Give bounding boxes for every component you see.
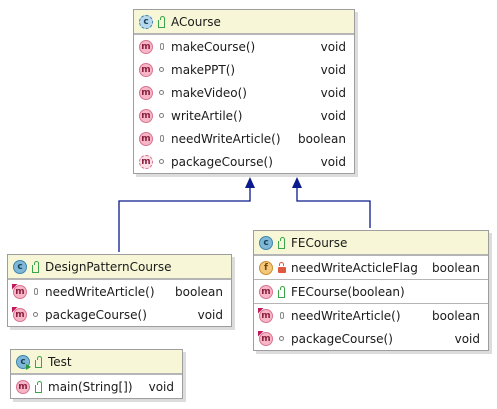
method-row[interactable]: m makeCourse() void (134, 35, 354, 58)
static-method-icon: m (16, 379, 30, 394)
method-name: makeVideo() (171, 85, 247, 100)
edge-design-to-acourse (118, 180, 251, 252)
method-name: needWriteArticle() (291, 308, 401, 323)
method-name: needWriteArticle() (45, 284, 155, 299)
package-private-icon (277, 333, 286, 345)
method-row[interactable]: m writeArtile() void (134, 104, 354, 127)
method-row[interactable]: m needWriteArticle() boolean (8, 280, 231, 303)
method-icon: m (139, 62, 153, 77)
protected-icon (157, 41, 166, 53)
method-row[interactable]: m makeVideo() void (134, 81, 354, 104)
override-method-icon: m (13, 307, 27, 322)
method-type: void (454, 331, 480, 346)
field-row[interactable]: f needWriteActicleFlag boolean (254, 256, 488, 279)
class-header: c Test (11, 350, 182, 374)
method-type: void (320, 108, 346, 123)
package-private-icon (157, 156, 166, 168)
override-method-icon: m (259, 331, 273, 346)
method-row[interactable]: m needWriteArticle() boolean (134, 127, 354, 150)
method-name: main(String[]) (48, 379, 133, 394)
method-icon: m (259, 284, 273, 299)
field-name: needWriteActicleFlag (291, 260, 418, 275)
class-fecourse[interactable]: c FECourse f needWriteActicleFlag boolea… (253, 230, 489, 351)
method-icon: m (139, 85, 153, 100)
class-header: c DesignPatternCourse (8, 255, 231, 279)
method-row[interactable]: m packageCourse() void (254, 327, 488, 350)
abstract-class-icon: c (139, 14, 153, 29)
method-type: void (320, 85, 346, 100)
method-row[interactable]: m needWriteArticle() boolean (254, 304, 488, 327)
class-icon: c (13, 259, 27, 274)
class-name: Test (48, 354, 72, 369)
method-name: packageCourse() (171, 154, 273, 169)
class-design-pattern-course[interactable]: c DesignPatternCourse m needWriteArticle… (7, 254, 232, 327)
class-header: c FECourse (254, 231, 488, 255)
protected-icon (31, 286, 40, 298)
package-private-icon (157, 64, 166, 76)
field-type: boolean (432, 260, 480, 275)
method-name: packageCourse() (45, 307, 147, 322)
class-name: ACourse (171, 14, 221, 29)
runnable-class-icon: c (16, 354, 31, 370)
public-icon (157, 15, 166, 28)
class-header: c ACourse (134, 10, 354, 34)
constructor-name: FECourse(boolean) (291, 284, 405, 299)
public-icon (34, 355, 43, 368)
method-name: writeArtile() (171, 108, 243, 123)
constructors-section: m FECourse(boolean) (254, 279, 488, 303)
method-row[interactable]: m makePPT() void (134, 58, 354, 81)
package-private-icon (31, 309, 40, 321)
method-type: void (148, 379, 174, 394)
private-icon (277, 261, 286, 274)
method-name: makeCourse() (171, 39, 256, 54)
class-name: DesignPatternCourse (45, 259, 172, 274)
class-test[interactable]: c Test m main(String[]) void (10, 349, 183, 399)
method-type: boolean (175, 284, 223, 299)
method-icon: m (139, 131, 153, 146)
method-icon: m (139, 39, 153, 54)
constructor-row[interactable]: m FECourse(boolean) (254, 280, 488, 303)
method-name: packageCourse() (291, 331, 393, 346)
class-name: FECourse (291, 235, 348, 250)
method-type: boolean (432, 308, 480, 323)
protected-icon (277, 310, 286, 322)
method-type: void (320, 154, 346, 169)
method-name: needWriteArticle() (171, 131, 281, 146)
public-icon (277, 236, 286, 249)
fields-section: f needWriteActicleFlag boolean (254, 255, 488, 279)
method-row[interactable]: m packageCourse() void (134, 150, 354, 173)
class-icon: c (259, 235, 273, 250)
arrowhead-design (245, 177, 255, 188)
method-icon: m (139, 108, 153, 123)
methods-section: m main(String[]) void (11, 374, 182, 398)
method-type: void (197, 307, 223, 322)
package-private-icon (157, 87, 166, 99)
arrowhead-fe (292, 177, 302, 188)
method-row[interactable]: m packageCourse() void (8, 303, 231, 326)
package-private-icon (157, 110, 166, 122)
methods-section: m needWriteArticle() boolean m packageCo… (254, 303, 488, 350)
method-name: makePPT() (171, 62, 236, 77)
methods-section: m makeCourse() void m makePPT() void m m… (134, 34, 354, 173)
public-icon (34, 380, 43, 393)
public-icon (31, 260, 40, 273)
methods-section: m needWriteArticle() boolean m packageCo… (8, 279, 231, 326)
protected-icon (157, 133, 166, 145)
class-acourse[interactable]: c ACourse m makeCourse() void m makePPT(… (133, 9, 355, 174)
method-type: boolean (298, 131, 346, 146)
override-method-icon: m (259, 308, 273, 323)
override-method-icon: m (13, 284, 27, 299)
method-type: void (320, 62, 346, 77)
field-icon: f (259, 260, 273, 275)
method-row[interactable]: m main(String[]) void (11, 375, 182, 398)
edge-fe-to-acourse (296, 180, 371, 228)
method-type: void (320, 39, 346, 54)
abstract-method-icon: m (139, 154, 153, 169)
public-icon (277, 285, 286, 298)
